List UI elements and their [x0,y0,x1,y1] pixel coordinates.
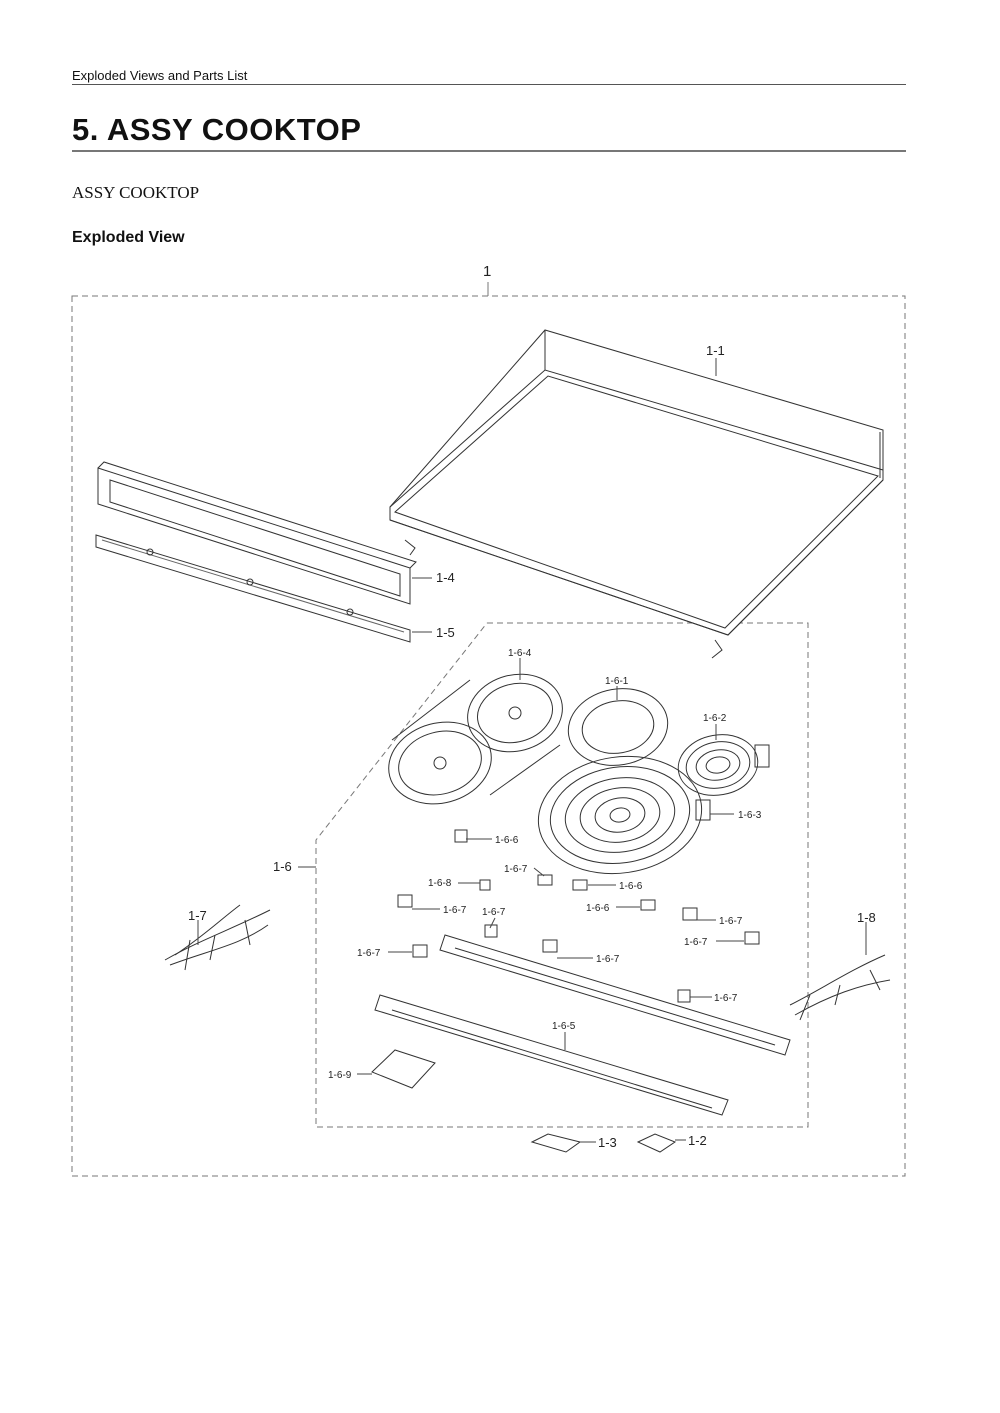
section-heading: Exploded View [72,229,185,246]
label-1-6-2: 1-6-2 [703,713,727,724]
small-element [677,734,770,796]
running-header: Exploded Views and Parts List [72,68,248,83]
label-1-6-7: 1-6-7 [482,907,506,918]
label-1-6-8: 1-6-8 [428,878,452,889]
label-1-6-4: 1-6-4 [508,648,532,659]
label-1-3: 1-3 [598,1135,617,1150]
sub-assembly-boundary [315,622,809,1128]
bracket-upper [439,934,791,1056]
label-1-8: 1-8 [857,910,876,925]
harness-1-7 [164,904,271,971]
label-1-6-6: 1-6-6 [586,903,610,914]
label-1-6-7: 1-6-7 [596,954,620,965]
label-1-2: 1-2 [688,1133,707,1148]
plate-1-2 [636,1133,677,1153]
label-1-6-9: 1-6-9 [328,1070,352,1081]
label-1-6-7: 1-6-7 [714,993,738,1004]
label-1-6-1: 1-6-1 [605,676,629,687]
label-1-6-5: 1-6-5 [552,1021,576,1032]
label-1: 1 [483,263,491,280]
bracket-lower [374,994,729,1116]
label-1-4: 1-4 [436,570,455,585]
large-element [537,755,711,875]
element-housing [388,673,563,805]
front-trim [97,461,417,605]
label-1-6-6: 1-6-6 [619,881,643,892]
label-1-6: 1-6 [273,859,292,874]
label-1-6-7: 1-6-7 [443,905,467,916]
lower-trim [95,534,411,643]
label-1-5: 1-5 [436,625,455,640]
cooktop-top [389,329,884,659]
plate-1-3 [530,1133,582,1153]
label-1-7: 1-7 [188,908,207,923]
label-1-6-7: 1-6-7 [684,937,708,948]
label-1-6-6: 1-6-6 [495,835,519,846]
label-1-1: 1-1 [706,343,725,358]
page-subtitle: ASSY COOKTOP [72,183,200,202]
assembly-boundary [71,295,906,1177]
cover-plate [371,1049,436,1089]
harness-1-8 [789,954,891,1021]
title-rule [72,150,906,152]
label-1-6-7: 1-6-7 [357,948,381,959]
label-1-6-7: 1-6-7 [719,916,743,927]
element-ring [567,688,669,766]
label-1-6-3: 1-6-3 [738,810,762,821]
label-1-6-7: 1-6-7 [504,864,528,875]
header-rule [72,84,906,85]
page-title: 5. ASSY COOKTOP [72,112,362,147]
